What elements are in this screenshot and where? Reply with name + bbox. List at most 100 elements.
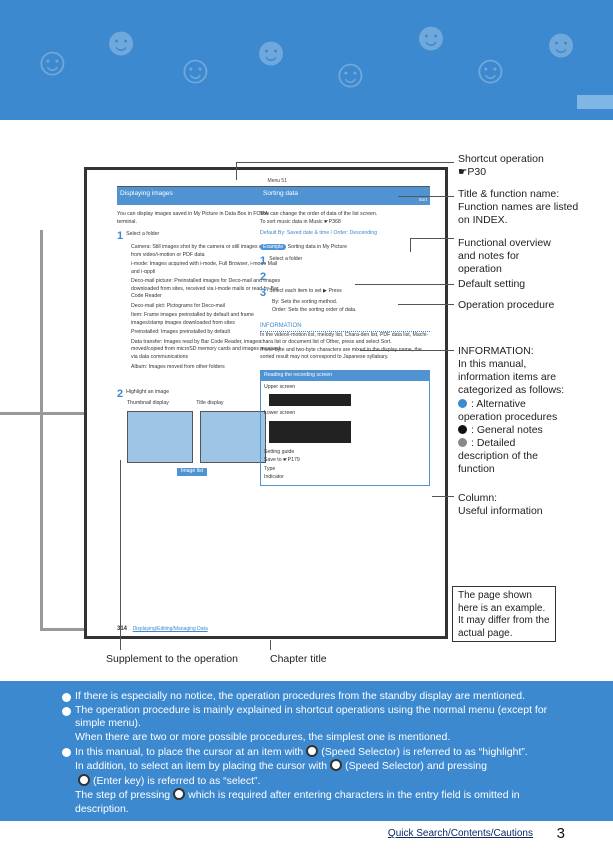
information-title: INFORMATION [260, 322, 430, 332]
enter-key-icon [173, 788, 186, 801]
leader-line [236, 162, 237, 180]
black-dot-icon [458, 424, 467, 434]
information-item: In the video/i-motion list, melody list,… [260, 331, 429, 346]
image-list-tag: Image list [177, 468, 207, 476]
example-row: Example Sorting data in My Picture [260, 243, 430, 252]
note-continuation: (Enter key) is referred to as “select”. [62, 773, 562, 789]
info-alt: : Alternative operation procedures [458, 397, 558, 423]
leader-line-gray [0, 412, 84, 415]
note-continuation: When there are two or more possible proc… [75, 730, 451, 743]
note-item: If there is especially no notice, the op… [62, 690, 562, 704]
information-item: If one-byte and two-byte characters are … [260, 346, 422, 361]
lower-screen-label: Lower screen [264, 410, 296, 417]
note-item: In this manual, to place the cursor at a… [62, 744, 562, 760]
title-display-label: Title display [196, 400, 224, 407]
by-text: By: Sets the sorting method. [272, 299, 338, 306]
page-number: 3 [556, 825, 565, 842]
overview-text: You can display images saved in My Pictu… [117, 211, 268, 225]
column-item: Setting guide [264, 448, 295, 455]
order-text: Order: Sets the sorting order of data. [272, 306, 357, 313]
figure-icon: ☺ [175, 48, 216, 92]
callout-text: INFORMATION: [458, 345, 534, 357]
column-title: Reading the recording screen [261, 371, 429, 381]
header-tab [577, 95, 613, 109]
callout-column: Column: Useful information [458, 492, 543, 518]
step-number: 1 [117, 230, 124, 243]
info-general: : General notes [458, 424, 568, 437]
note-item: The operation procedure is mainly explai… [62, 704, 562, 731]
figure-icon: ☺ [32, 40, 73, 84]
figure-icon: ☺ [470, 48, 511, 92]
enter-key-icon [78, 773, 90, 786]
quick-search-link[interactable]: Quick Search/Contents/Cautions [387, 828, 533, 839]
column-item: Type [264, 465, 276, 472]
leader-line [410, 238, 411, 252]
leader-line [432, 496, 454, 497]
leader-line [120, 460, 121, 650]
leader-line [410, 238, 454, 239]
figure-icon: ☻ [540, 22, 583, 66]
upper-screen-image [269, 394, 351, 407]
overview-text: You can change the order of data of the … [260, 211, 378, 217]
column-box: Reading the recording screen Upper scree… [260, 370, 430, 486]
thumbnail-label: Thumbnail display [127, 400, 169, 407]
folder-item: Deco-mail pict: Pictograms for Deco-mail [131, 302, 225, 309]
leader-line [355, 284, 454, 285]
gray-dot-icon [458, 437, 467, 447]
leader-line [360, 350, 454, 351]
sample-page-footer: 314 Displaying/Editing/Managing Data [117, 626, 208, 632]
step-number: 3 [260, 287, 267, 300]
column-item: Indicator [264, 474, 284, 481]
display-labels: Thumbnail display Title display [127, 400, 287, 408]
step-2-text: Highlight an image [126, 389, 170, 396]
menu-number: Menu 51 [117, 178, 287, 187]
figure-icon: ☻ [100, 20, 143, 64]
figure-icon: ☻ [250, 30, 293, 74]
step-1-text: Select a folder [126, 231, 160, 238]
function-title: Sorting data [263, 190, 299, 197]
function-subtitle: Sort [418, 197, 427, 203]
callout-ref: ☛P30 [458, 166, 487, 179]
example-tag: Example [260, 243, 287, 250]
upper-screen-label: Upper screen [264, 383, 296, 390]
folder-item: Preinstalled: Images preinstalled by def… [131, 329, 230, 336]
note-continuation: In addition, to select an item by placin… [75, 759, 487, 773]
callout-text: Useful information [458, 505, 543, 518]
folder-item: Deco-mail picture: Preinstalled images f… [131, 278, 281, 300]
callout-default: Default setting [458, 278, 526, 290]
leader-line [236, 162, 454, 163]
sample-page-number: 314 [117, 626, 128, 632]
header-band: ☺ ☻ ☺ ☻ ☺ ☻ ☺ ☻ [0, 0, 613, 120]
callout-information: INFORMATION: In this manual, information… [458, 345, 568, 476]
leader-line [270, 640, 271, 650]
footer-band: If there is especially no notice, the op… [0, 681, 613, 868]
leader-line-gray [40, 628, 84, 631]
step-2: 2 [260, 272, 430, 283]
step-2: 2 Highlight an image [117, 389, 287, 400]
sample-page: Menu 51 Displaying images My Picture You… [84, 167, 448, 639]
notes-list: If there is especially no notice, the op… [62, 690, 562, 817]
right-column: Sorting data Sort You can change the ord… [260, 178, 430, 486]
figure-icon: ☻ [410, 15, 453, 59]
overview-note: To sort music data in Music ☛P368 [260, 218, 341, 225]
leader-line [398, 304, 454, 305]
disclaimer-box: The page shown here is an example. It ma… [452, 586, 556, 642]
step-number: 2 [117, 388, 124, 401]
lower-screen-image [269, 420, 351, 443]
sample-chapter-title: Displaying/Editing/Managing Data [132, 626, 208, 632]
function-title: Displaying images [120, 190, 173, 197]
speed-selector-icon [330, 759, 343, 772]
folder-item: Data transfer: Images read by Bar Code R… [131, 338, 281, 360]
folder-item: Album: Images moved from other folders [131, 363, 225, 370]
folder-item: i-mode: Images acquired with i-mode, Ful… [131, 261, 278, 275]
step-3: 3 Select each item to set ▶ Press [260, 288, 430, 299]
screen-images [127, 408, 287, 467]
folder-item: Item: Frame images preinstalled by defau… [131, 312, 254, 326]
step-1: 1 Select a folder [117, 231, 287, 242]
callout-text: Column: [458, 492, 498, 504]
folder-item: Camera: Still images shot by the camera … [131, 244, 280, 258]
callout-overview: Functional overview and notes for operat… [458, 237, 551, 276]
blue-dot-icon [458, 398, 467, 408]
menu-number-right [260, 178, 430, 187]
info-detail: : Detailed description of the function [458, 436, 538, 476]
